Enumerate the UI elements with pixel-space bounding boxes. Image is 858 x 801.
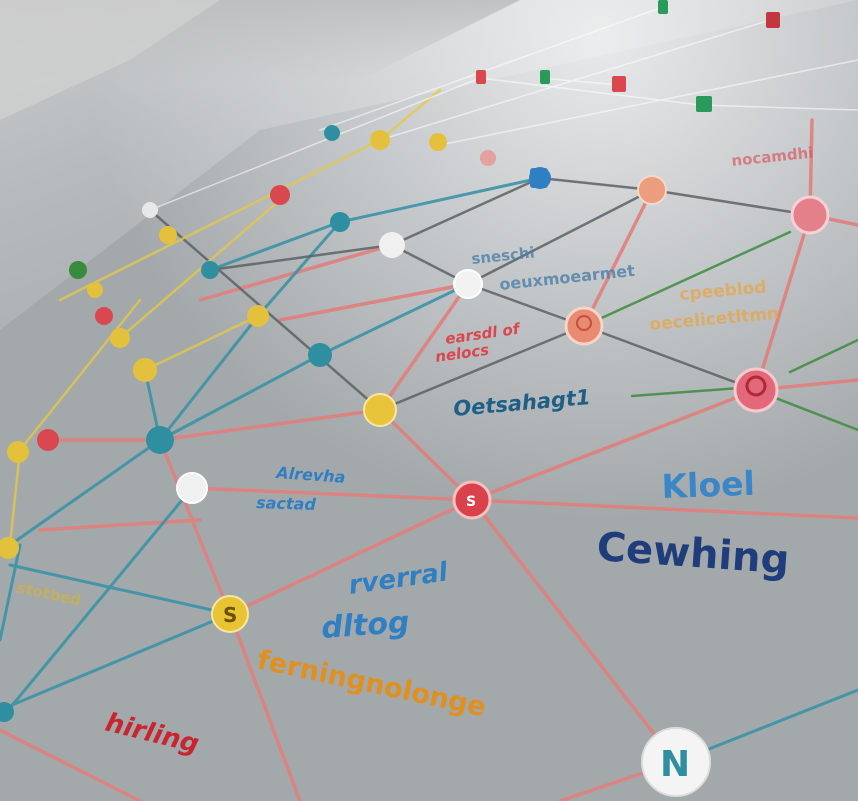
string-lines [0,7,858,801]
label-dltog: dltog [320,605,410,646]
node-s-letter-yellow: S [223,603,237,627]
label-alrevehra: Alrevha [274,463,346,487]
label-kloel: Kloel [661,464,756,506]
pin-nodes [0,0,830,797]
node-s-letter: S [466,494,476,510]
wall-corner [0,0,220,120]
label-sactad: sactad [256,493,317,514]
wall-fade [0,0,520,330]
node-n-letter: N [660,744,690,785]
